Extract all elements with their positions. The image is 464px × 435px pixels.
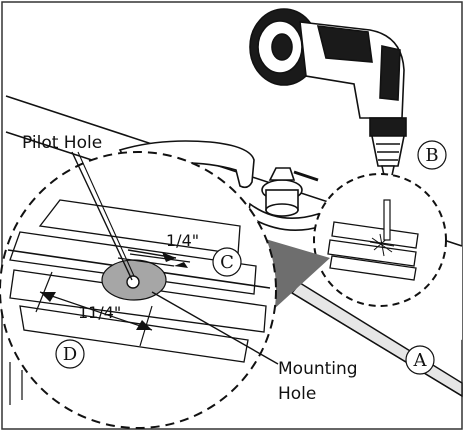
- marker-a-letter: A: [413, 350, 428, 371]
- mounting-hole-label-line1: Mounting: [278, 359, 358, 379]
- mounting-hole-label-line2: Hole: [278, 384, 316, 404]
- drill-bit: [383, 199, 391, 241]
- pilot-hole-shape: [126, 275, 140, 289]
- drill-detail-circle: [313, 173, 447, 307]
- large-dimension-label: 11/4": [78, 303, 121, 322]
- mounting-hole-leader: [151, 291, 279, 365]
- faucet: [118, 140, 324, 232]
- magnified-template-circle: [0, 151, 277, 429]
- pilot-hole-label: Pilot Hole: [22, 133, 102, 153]
- marker-b-letter: B: [425, 145, 438, 166]
- pilot-hole-leader: [71, 151, 133, 281]
- callout-wedge: [262, 238, 330, 320]
- marker-d-letter: D: [63, 344, 77, 365]
- marker-a: A: [405, 345, 435, 375]
- power-drill-icon: [249, 8, 407, 239]
- marker-b: B: [417, 140, 447, 170]
- drill-dust: [369, 233, 395, 257]
- pilot-hole-leader-2: [77, 151, 135, 277]
- marker-d: D: [55, 339, 85, 369]
- small-dimension-label: 1/4": [166, 231, 199, 250]
- marker-c-letter: C: [220, 252, 234, 273]
- marker-c: C: [212, 247, 242, 277]
